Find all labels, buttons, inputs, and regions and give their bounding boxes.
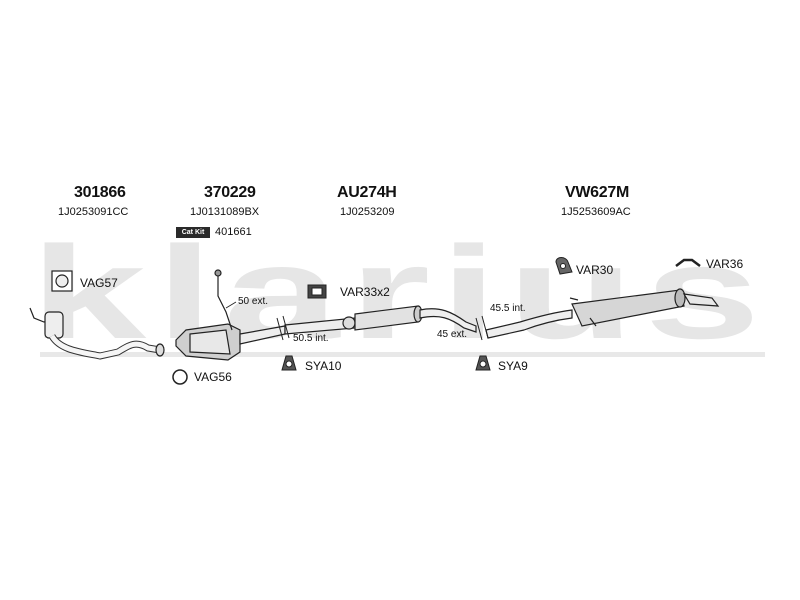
dim-leader [225,301,237,309]
dim-50-ext: 50 ext. [238,296,269,307]
sya9-mount-icon [475,355,491,371]
label-var33: VAR33x2 [340,285,390,299]
part-number-301866: 301866 [74,184,126,201]
break-marks [276,315,489,341]
watermark-logo: klarius [30,219,770,366]
oe-number-3: 1J0253209 [340,206,395,218]
label-sya10: SYA10 [305,359,342,373]
oe-number-4: 1J5253609AC [561,206,631,218]
part-number-vw627m: VW627M [565,184,629,201]
centre-silencer [284,305,477,335]
label-sya9: SYA9 [498,359,528,373]
rear-silencer [485,288,720,339]
dim-45-5-int: 45.5 int. [490,303,526,314]
cat-kit-number: 401661 [215,226,252,238]
label-var36: VAR36 [706,257,744,271]
oe-number-1: 1J0253091CC [58,206,129,218]
dim-45-ext: 45 ext. [437,329,468,340]
label-vag57: VAG57 [80,276,118,290]
label-vag56: VAG56 [194,370,232,384]
var30-mount-icon [555,257,573,275]
vag57-gasket-icon [51,270,73,292]
sya10-mount-icon [281,355,297,371]
dim-50-5-int: 50.5 int. [293,333,329,344]
var33-clamp-icon [307,284,327,299]
part-number-370229: 370229 [204,184,256,201]
watermark-underline [40,352,765,357]
part-number-au274h: AU274H [337,184,397,201]
oe-number-2: 1J0131089BX [190,206,260,218]
var36-hanger-icon [675,258,701,267]
cat-kit-badge: Cat Kit [176,227,210,238]
front-pipe [29,307,165,360]
vag56-ring-icon [172,369,188,385]
label-var30: VAR30 [576,263,614,277]
